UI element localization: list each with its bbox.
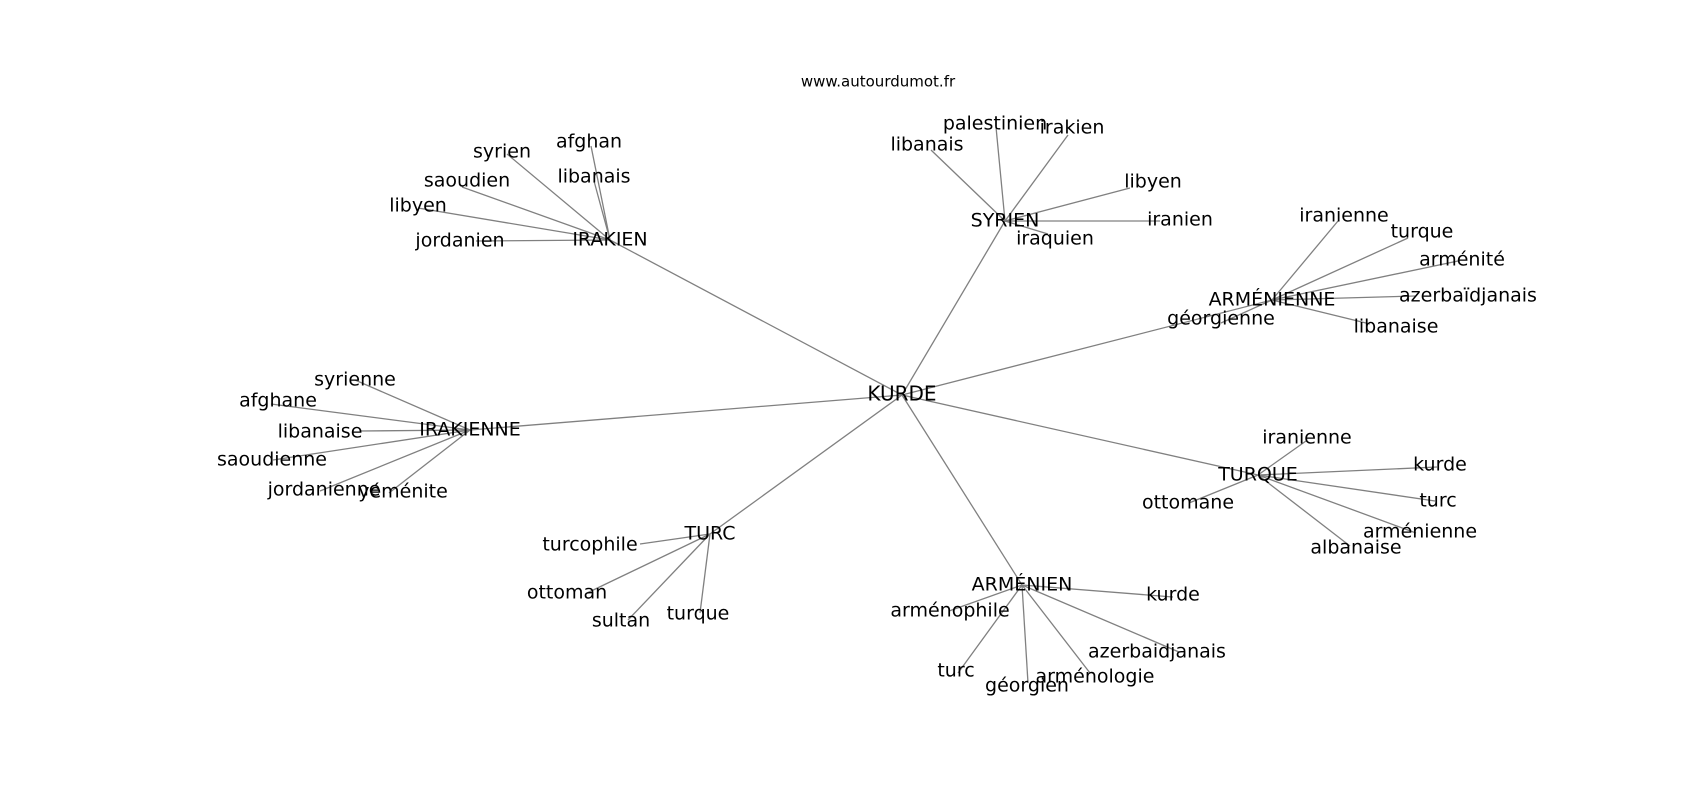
edge-center-to-hub <box>609 239 903 396</box>
edge-hub-to-leaf <box>1257 474 1417 534</box>
leaf-word-label[interactable]: jordanienne <box>267 479 381 501</box>
edge-hub-to-leaf <box>475 239 611 242</box>
edge-hub-to-leaf <box>1021 584 1029 684</box>
edge-hub-to-leaf <box>1188 474 1259 504</box>
leaf-word-label[interactable]: turcophile <box>542 534 637 556</box>
leaf-word-label[interactable]: libanais <box>557 166 630 188</box>
edge-hub-to-leaf <box>272 429 471 461</box>
edge-hub-to-leaf <box>1271 260 1459 301</box>
edge-hub-to-leaf <box>359 429 471 432</box>
edge-center-to-hub <box>901 220 1006 396</box>
edge-hub-to-leaf <box>1271 295 1416 301</box>
edge-hub-to-leaf <box>1257 474 1351 547</box>
leaf-word-label[interactable]: arménienne <box>1363 521 1477 543</box>
site-credit: www.autourdumot.fr <box>801 73 956 91</box>
edge-center-to-hub <box>901 394 1259 476</box>
leaf-word-label[interactable]: albanaise <box>1310 537 1401 559</box>
edge-hub-to-leaf <box>627 533 711 621</box>
edge-hub-to-leaf <box>995 126 1006 222</box>
leaf-word-label[interactable]: saoudien <box>424 170 510 192</box>
edge-hub-to-leaf <box>1271 237 1409 301</box>
leaf-word-label[interactable]: afghan <box>556 131 622 153</box>
leaf-word-label[interactable]: arménophile <box>890 600 1009 622</box>
leaf-word-label[interactable]: saoudienne <box>217 449 327 471</box>
leaf-word-label[interactable]: yéménite <box>358 481 448 503</box>
edge-hub-to-leaf <box>1271 299 1371 325</box>
leaf-word-label[interactable]: géorgienne <box>1167 308 1275 330</box>
edge-center-to-hub <box>469 394 903 431</box>
edge-hub-to-leaf <box>1021 584 1174 598</box>
leaf-word-label[interactable]: iranienne <box>1299 205 1389 227</box>
hub-word-label[interactable]: IRAKIENNE <box>419 419 521 441</box>
leaf-word-label[interactable]: jordanien <box>414 230 504 252</box>
edge-center-to-hub <box>901 394 1023 586</box>
edge-hub-to-leaf <box>388 429 471 494</box>
edge-hub-to-leaf <box>1220 299 1273 324</box>
leaf-word-label[interactable]: turc <box>1419 490 1456 512</box>
edge-hub-to-leaf <box>957 584 1023 674</box>
hub-word-label[interactable]: ARMÉNIENNE <box>1209 288 1336 311</box>
hub-word-label[interactable]: TURC <box>683 523 735 545</box>
leaf-word-label[interactable]: azerbaidjanais <box>1088 641 1226 663</box>
leaf-word-label[interactable]: palestinien <box>943 113 1047 135</box>
leaf-word-label[interactable]: azerbaïdjanais <box>1399 285 1537 307</box>
edge-hub-to-leaf <box>417 207 611 241</box>
leaf-word-label[interactable]: iraquien <box>1016 228 1094 250</box>
leaf-word-label[interactable]: irakien <box>1040 117 1105 139</box>
leaf-word-label[interactable]: kurde <box>1413 454 1467 476</box>
edge-hub-to-leaf <box>1004 187 1131 222</box>
center-word-label[interactable]: KURDE <box>867 382 936 406</box>
leaf-word-label[interactable]: kurde <box>1146 584 1200 606</box>
hub-word-label[interactable]: SYRIEN <box>971 210 1040 232</box>
edge-hub-to-leaf <box>1021 584 1180 653</box>
edge-hub-to-leaf <box>586 533 711 594</box>
edge-hub-to-leaf <box>1021 584 1091 674</box>
edge-hub-to-leaf <box>319 429 471 492</box>
edge-hub-to-leaf <box>354 379 471 431</box>
leaf-word-label[interactable]: libanaise <box>1354 316 1439 338</box>
leaf-word-label[interactable]: arménologie <box>1036 666 1155 688</box>
leaf-word-label[interactable]: ottomane <box>1142 492 1234 514</box>
leaf-word-label[interactable]: libanaise <box>278 421 363 443</box>
edge-hub-to-leaf <box>1004 134 1069 222</box>
edge-hub-to-leaf <box>461 186 611 241</box>
hub-word-label[interactable]: IRAKIEN <box>572 229 647 251</box>
hub-word-label[interactable]: ARMÉNIEN <box>972 573 1073 596</box>
leaf-word-label[interactable]: turque <box>667 603 730 625</box>
edge-hub-to-leaf <box>1004 220 1049 235</box>
edge-hub-to-leaf <box>699 533 711 614</box>
leaf-word-label[interactable]: iranien <box>1147 209 1213 231</box>
leaf-word-label[interactable]: afghane <box>239 390 317 412</box>
leaf-word-label[interactable]: libanais <box>890 134 963 156</box>
graph-edges <box>270 126 1459 684</box>
edge-hub-to-leaf <box>270 403 471 431</box>
edge-hub-to-leaf <box>1257 440 1307 476</box>
leaf-word-label[interactable]: géorgien <box>985 675 1069 697</box>
edge-center-to-hub <box>901 299 1273 396</box>
edge-hub-to-leaf <box>506 153 611 241</box>
leaf-word-label[interactable]: libyen <box>389 195 447 217</box>
leaf-word-label[interactable]: syrienne <box>314 369 396 391</box>
hub-word-label[interactable]: TURQUE <box>1217 464 1298 486</box>
leaf-word-label[interactable]: arménité <box>1419 249 1505 271</box>
graph-labels: libanaispalestinienirakienlibyeniranieni… <box>217 113 1537 697</box>
edge-hub-to-leaf <box>593 180 611 241</box>
leaf-word-label[interactable]: sultan <box>592 610 650 632</box>
edge-hub-to-leaf <box>590 145 611 241</box>
edge-hub-to-leaf <box>930 149 1006 222</box>
edge-hub-to-leaf <box>639 533 711 545</box>
edge-hub-to-leaf <box>1257 474 1436 502</box>
leaf-word-label[interactable]: syrien <box>473 141 531 163</box>
leaf-word-label[interactable]: iranienne <box>1262 427 1352 449</box>
leaf-word-label[interactable]: libyen <box>1124 171 1182 193</box>
leaf-word-label[interactable]: turc <box>937 660 974 682</box>
edge-hub-to-leaf <box>948 584 1023 612</box>
edge-center-to-hub <box>709 394 903 535</box>
edge-hub-to-leaf <box>1271 220 1339 301</box>
edge-hub-to-leaf <box>1257 466 1438 476</box>
leaf-word-label[interactable]: turque <box>1391 221 1454 243</box>
leaf-word-label[interactable]: ottoman <box>527 582 607 604</box>
